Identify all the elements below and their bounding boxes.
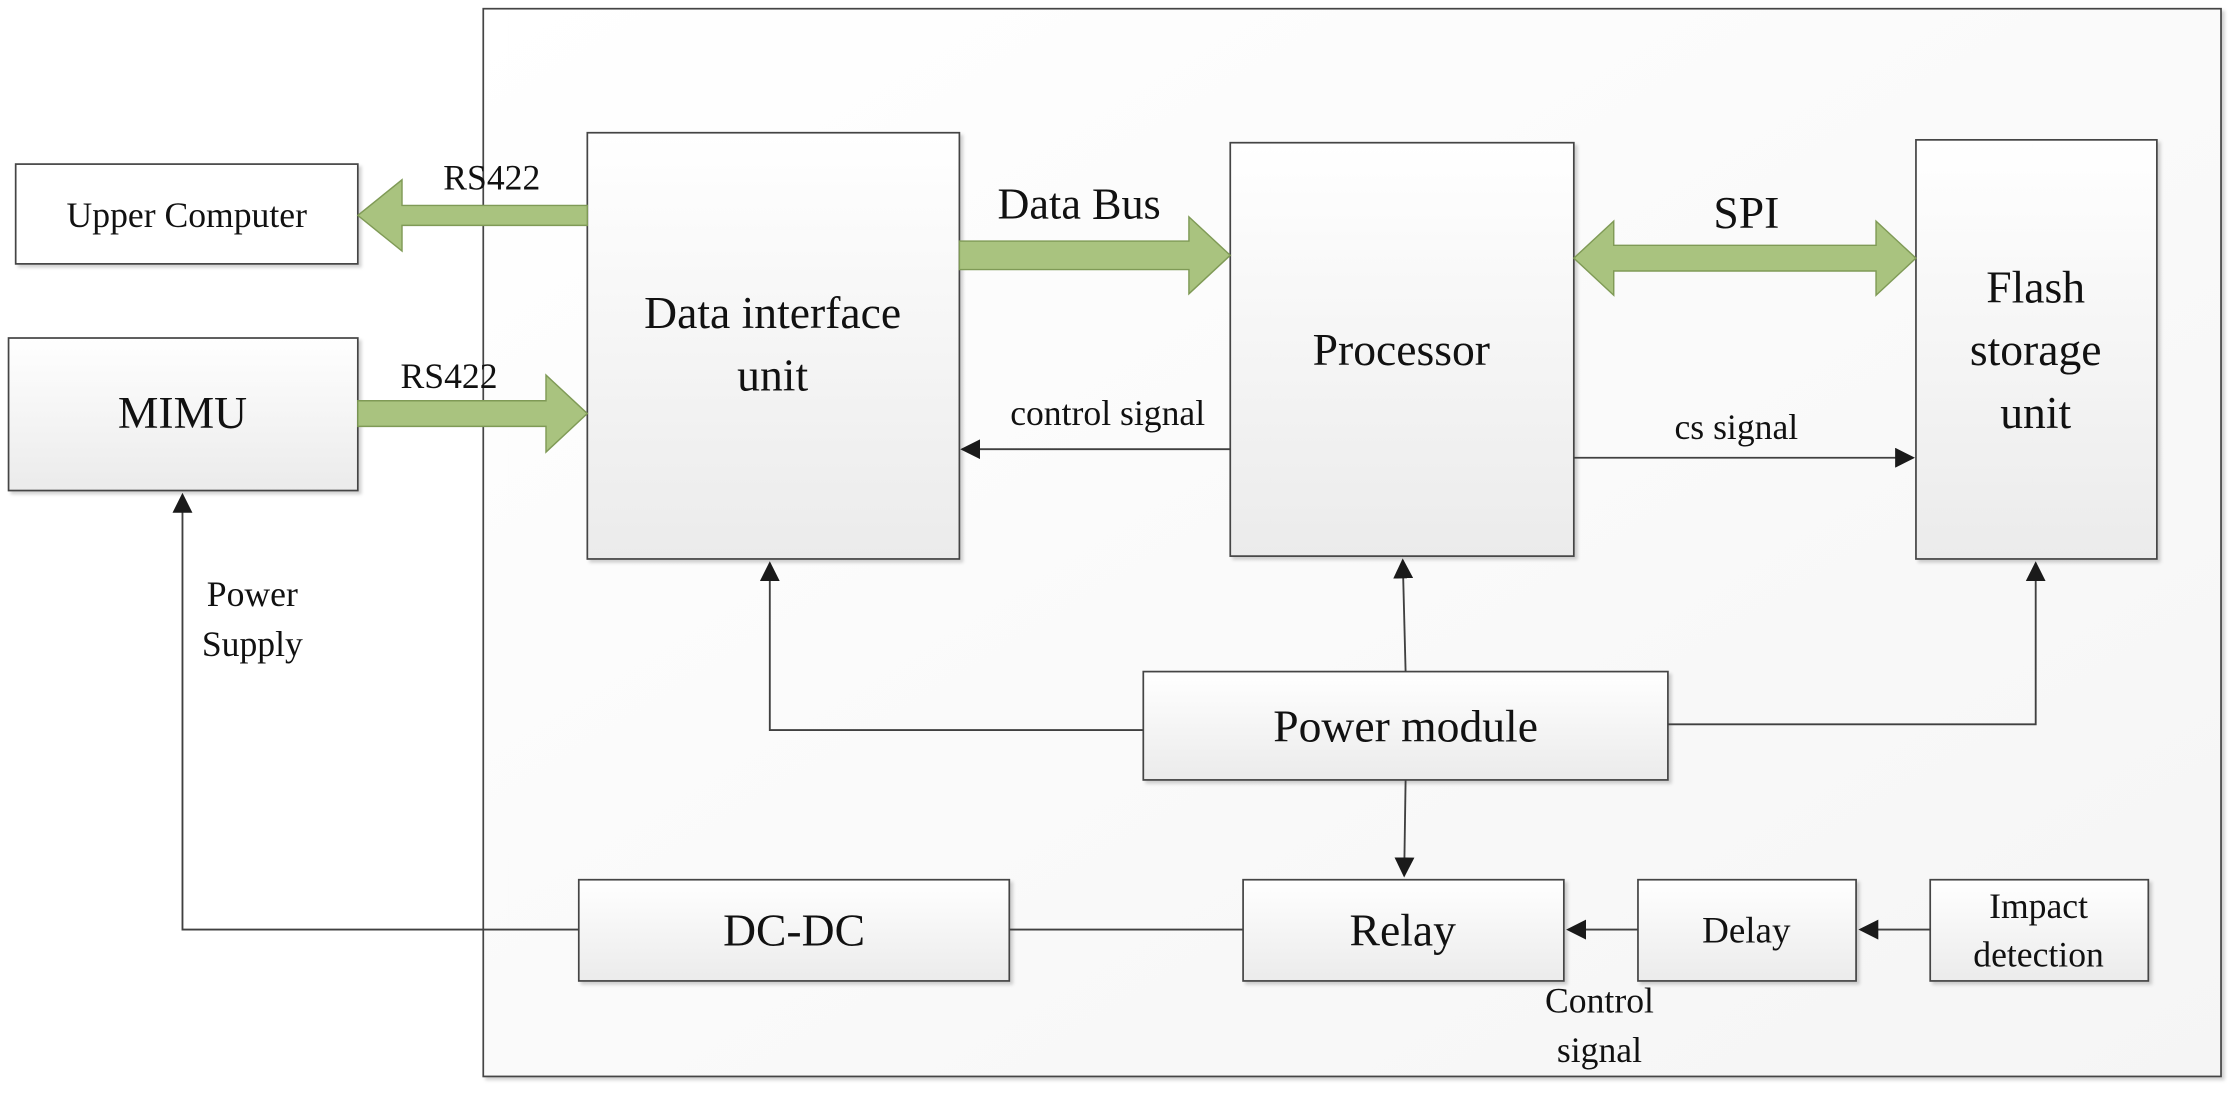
processor-block: Processor	[1229, 141, 1575, 557]
flash-label-line3: unit	[2000, 387, 2071, 438]
cs-signal-label: cs signal	[1674, 407, 1798, 447]
flash-label-line1: Flash	[1986, 261, 2085, 312]
power-supply-label-line1: Power	[207, 574, 298, 614]
delay-label: Delay	[1702, 910, 1791, 951]
relay-control-signal-label-line2: signal	[1557, 1030, 1642, 1070]
processor-label: Processor	[1313, 324, 1490, 375]
power-to-data-interface-line	[759, 561, 1144, 731]
mimu-label: MIMU	[118, 387, 247, 438]
rs422-upper-label: RS422	[443, 158, 540, 198]
impact-detection-block: Impact detection	[1929, 878, 2150, 982]
upper-computer-label: Upper Computer	[67, 195, 308, 235]
upper-computer-block: Upper Computer	[14, 163, 359, 265]
relay-label: Relay	[1350, 904, 1457, 955]
delay-block: Delay	[1637, 878, 1857, 982]
rs422-to-upper-computer-arrow	[356, 178, 589, 253]
data-bus-arrow	[958, 215, 1232, 296]
power-to-relay-line	[1394, 779, 1415, 878]
dcdc-block: DC-DC	[577, 878, 1011, 982]
power-supply-label-line2: Supply	[202, 624, 303, 664]
power-module-label: Power module	[1273, 700, 1538, 751]
relay-block: Relay	[1242, 878, 1565, 982]
flash-label-line2: storage	[1970, 324, 2102, 375]
mimu-block: MIMU	[7, 337, 359, 492]
power-to-flash-line	[1667, 561, 2046, 726]
data-interface-unit-block: Data interface unit	[586, 131, 961, 560]
spi-label: SPI	[1713, 187, 1779, 238]
power-module-block: Power module	[1142, 670, 1669, 781]
rs422-from-mimu-arrow	[357, 373, 589, 454]
spi-bidirectional-arrow	[1572, 219, 1917, 297]
relay-control-signal-label-line1: Control	[1545, 980, 1654, 1020]
data-interface-label-line2: unit	[737, 350, 808, 401]
flash-storage-unit-block: Flash storage unit	[1915, 138, 2158, 560]
impact-label-line2: detection	[1973, 935, 2104, 975]
power-to-processor-line	[1393, 558, 1414, 672]
control-signal-label: control signal	[1010, 393, 1205, 433]
data-interface-label-line1: Data interface	[644, 287, 901, 338]
rs422-mimu-label: RS422	[401, 356, 498, 396]
impact-label-line1: Impact	[1989, 886, 2088, 926]
dcdc-power-supply-to-mimu-line	[172, 492, 579, 931]
data-bus-label: Data Bus	[998, 179, 1161, 228]
dcdc-label: DC-DC	[723, 904, 865, 955]
